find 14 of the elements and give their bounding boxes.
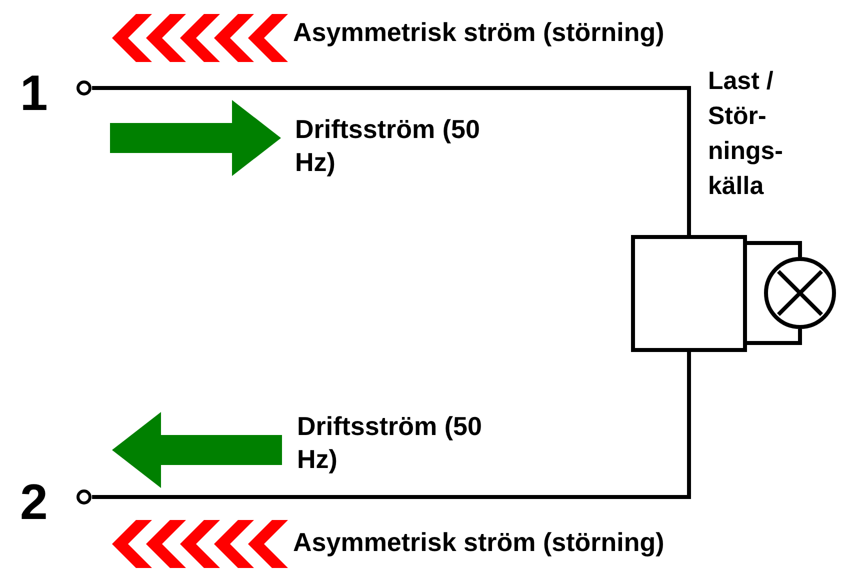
- terminal-circle: [76, 489, 92, 505]
- load-label: Last / Stör- nings- källa: [708, 66, 784, 202]
- wire: [92, 352, 691, 499]
- load-box: [631, 235, 747, 352]
- wire: [745, 241, 802, 345]
- terminal-circle: [76, 80, 92, 96]
- current-label: Driftsström (50 Hz): [297, 410, 483, 476]
- current-label: Asymmetrisk ström (störning): [293, 16, 664, 49]
- lamp-symbol: [764, 257, 836, 329]
- terminal-number: 2: [20, 477, 48, 527]
- current-label: Asymmetrisk ström (störning): [293, 526, 664, 559]
- current-label: Driftsström (50 Hz): [295, 113, 481, 179]
- wire: [92, 86, 691, 235]
- terminal-number: 1: [20, 68, 48, 118]
